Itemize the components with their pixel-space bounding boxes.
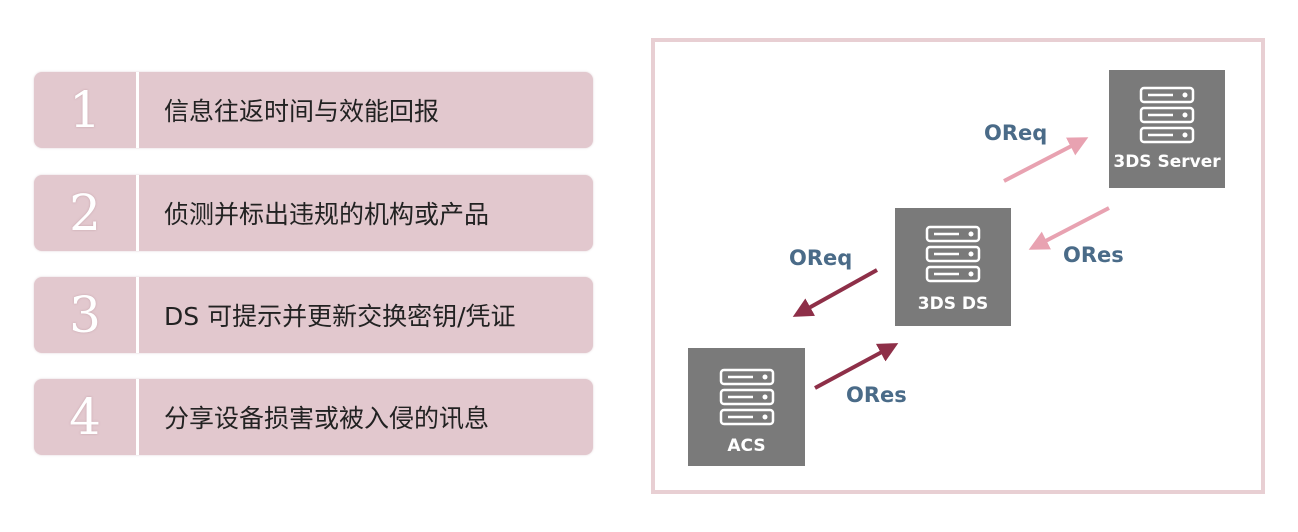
divider — [136, 72, 139, 148]
server-oreq-label: OReq — [984, 121, 1048, 145]
node-label: 3DS Server — [1113, 152, 1221, 172]
server-ores-label: ORes — [1063, 243, 1124, 267]
number-cell: 3 — [34, 277, 136, 353]
item-text: 分享设备损害或被入侵的讯息 — [164, 404, 490, 433]
acs-node: ACS — [688, 348, 805, 466]
list-item-2: 2 侦测并标出违规的机构或产品 — [34, 175, 593, 251]
ds-oreq-label: OReq — [789, 246, 853, 270]
divider — [136, 277, 139, 353]
acs-ores-label: ORes — [846, 383, 907, 407]
node-label: 3DS DS — [917, 294, 989, 314]
ores-to-ds-arrow — [814, 343, 899, 390]
list-item-4: 4 分享设备损害或被入侵的讯息 — [34, 379, 593, 455]
item-text: DS 可提示并更新交换密钥/凭证 — [164, 302, 516, 331]
item-text: 信息往返时间与效能回报 — [164, 97, 440, 126]
server-icon — [719, 368, 775, 426]
number-cell: 4 — [34, 379, 136, 455]
ds-node: 3DS DS — [895, 208, 1011, 326]
item-text: 侦测并标出违规的机构或产品 — [164, 200, 490, 229]
number-cell: 1 — [34, 72, 136, 148]
list-item-3: 3 DS 可提示并更新交换密钥/凭证 — [34, 277, 593, 353]
oreq-to-acs-arrow — [792, 268, 878, 317]
number-cell: 2 — [34, 175, 136, 251]
item-number: 1 — [69, 81, 101, 139]
ores-from-server-arrow — [1028, 206, 1110, 250]
divider — [136, 379, 139, 455]
server-node: 3DS Server — [1109, 70, 1225, 188]
server-icon — [1139, 86, 1195, 144]
item-number: 4 — [69, 388, 101, 446]
server-icon — [925, 225, 981, 283]
item-number: 2 — [69, 184, 101, 242]
item-number: 3 — [69, 286, 101, 344]
divider — [136, 175, 139, 251]
oreq-to-server-arrow — [1003, 137, 1089, 183]
list-item-1: 1 信息往返时间与效能回报 — [34, 72, 593, 148]
node-label: ACS — [727, 436, 766, 456]
